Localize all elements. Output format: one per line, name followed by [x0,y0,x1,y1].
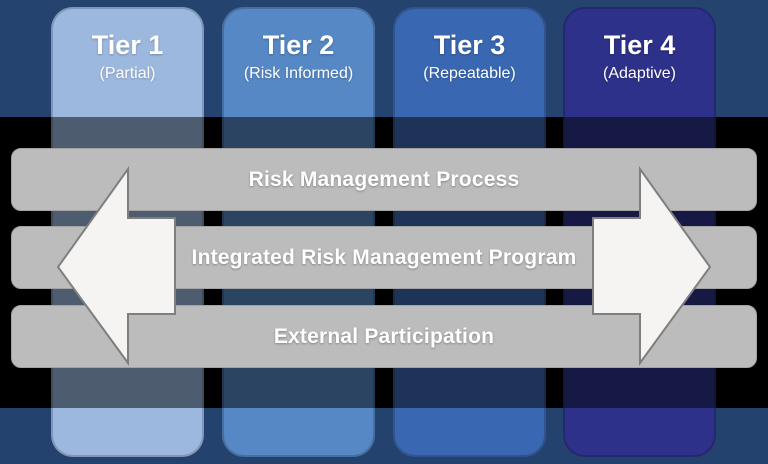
tier-1-title: Tier 1 [91,30,164,60]
bar-risk-management-process: Risk Management Process [11,148,757,211]
bar-external-participation-label: External Participation [273,324,495,348]
bar-external-participation: External Participation [11,305,757,368]
tier-1-subtitle: (Partial) [99,65,156,82]
tier-3-subtitle: (Repeatable) [423,65,516,82]
bar-risk-management-process-label: Risk Management Process [248,167,520,191]
bar-integrated-risk-management-program: Integrated Risk Management Program [11,226,757,289]
tier-4-title: Tier 4 [603,30,676,60]
tier-3-title: Tier 3 [433,30,506,60]
bar-integrated-risk-management-program-label: Integrated Risk Management Program [191,245,577,269]
tier-2-subtitle: (Risk Informed) [243,65,354,82]
tier-2-title: Tier 2 [262,30,335,60]
tier-4-subtitle: (Adaptive) [603,65,676,82]
